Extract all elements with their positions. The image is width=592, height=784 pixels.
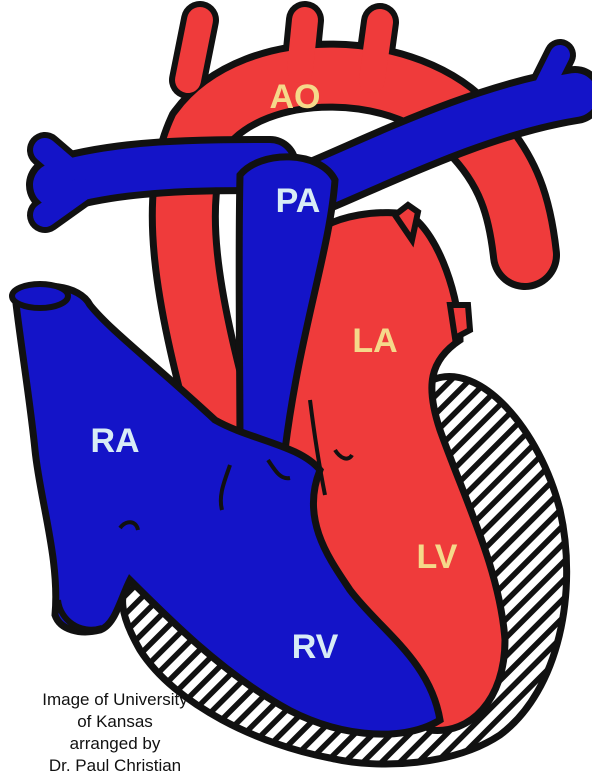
label-la: LA [352,322,397,360]
label-ao: AO [270,78,321,116]
image-credit-line-4: Dr. Paul Christian [0,755,230,776]
image-credit-line-1: Image of University [0,689,230,710]
label-ra: RA [90,422,139,460]
image-credit-line-3: arranged by [0,733,230,754]
superior-vena-cava-opening [12,284,68,308]
label-lv: LV [417,538,458,576]
label-rv: RV [292,628,339,666]
image-credit-line-2: of Kansas [0,711,230,732]
label-pa: PA [276,182,321,220]
pulmonary-vein-stub-right [450,305,470,338]
